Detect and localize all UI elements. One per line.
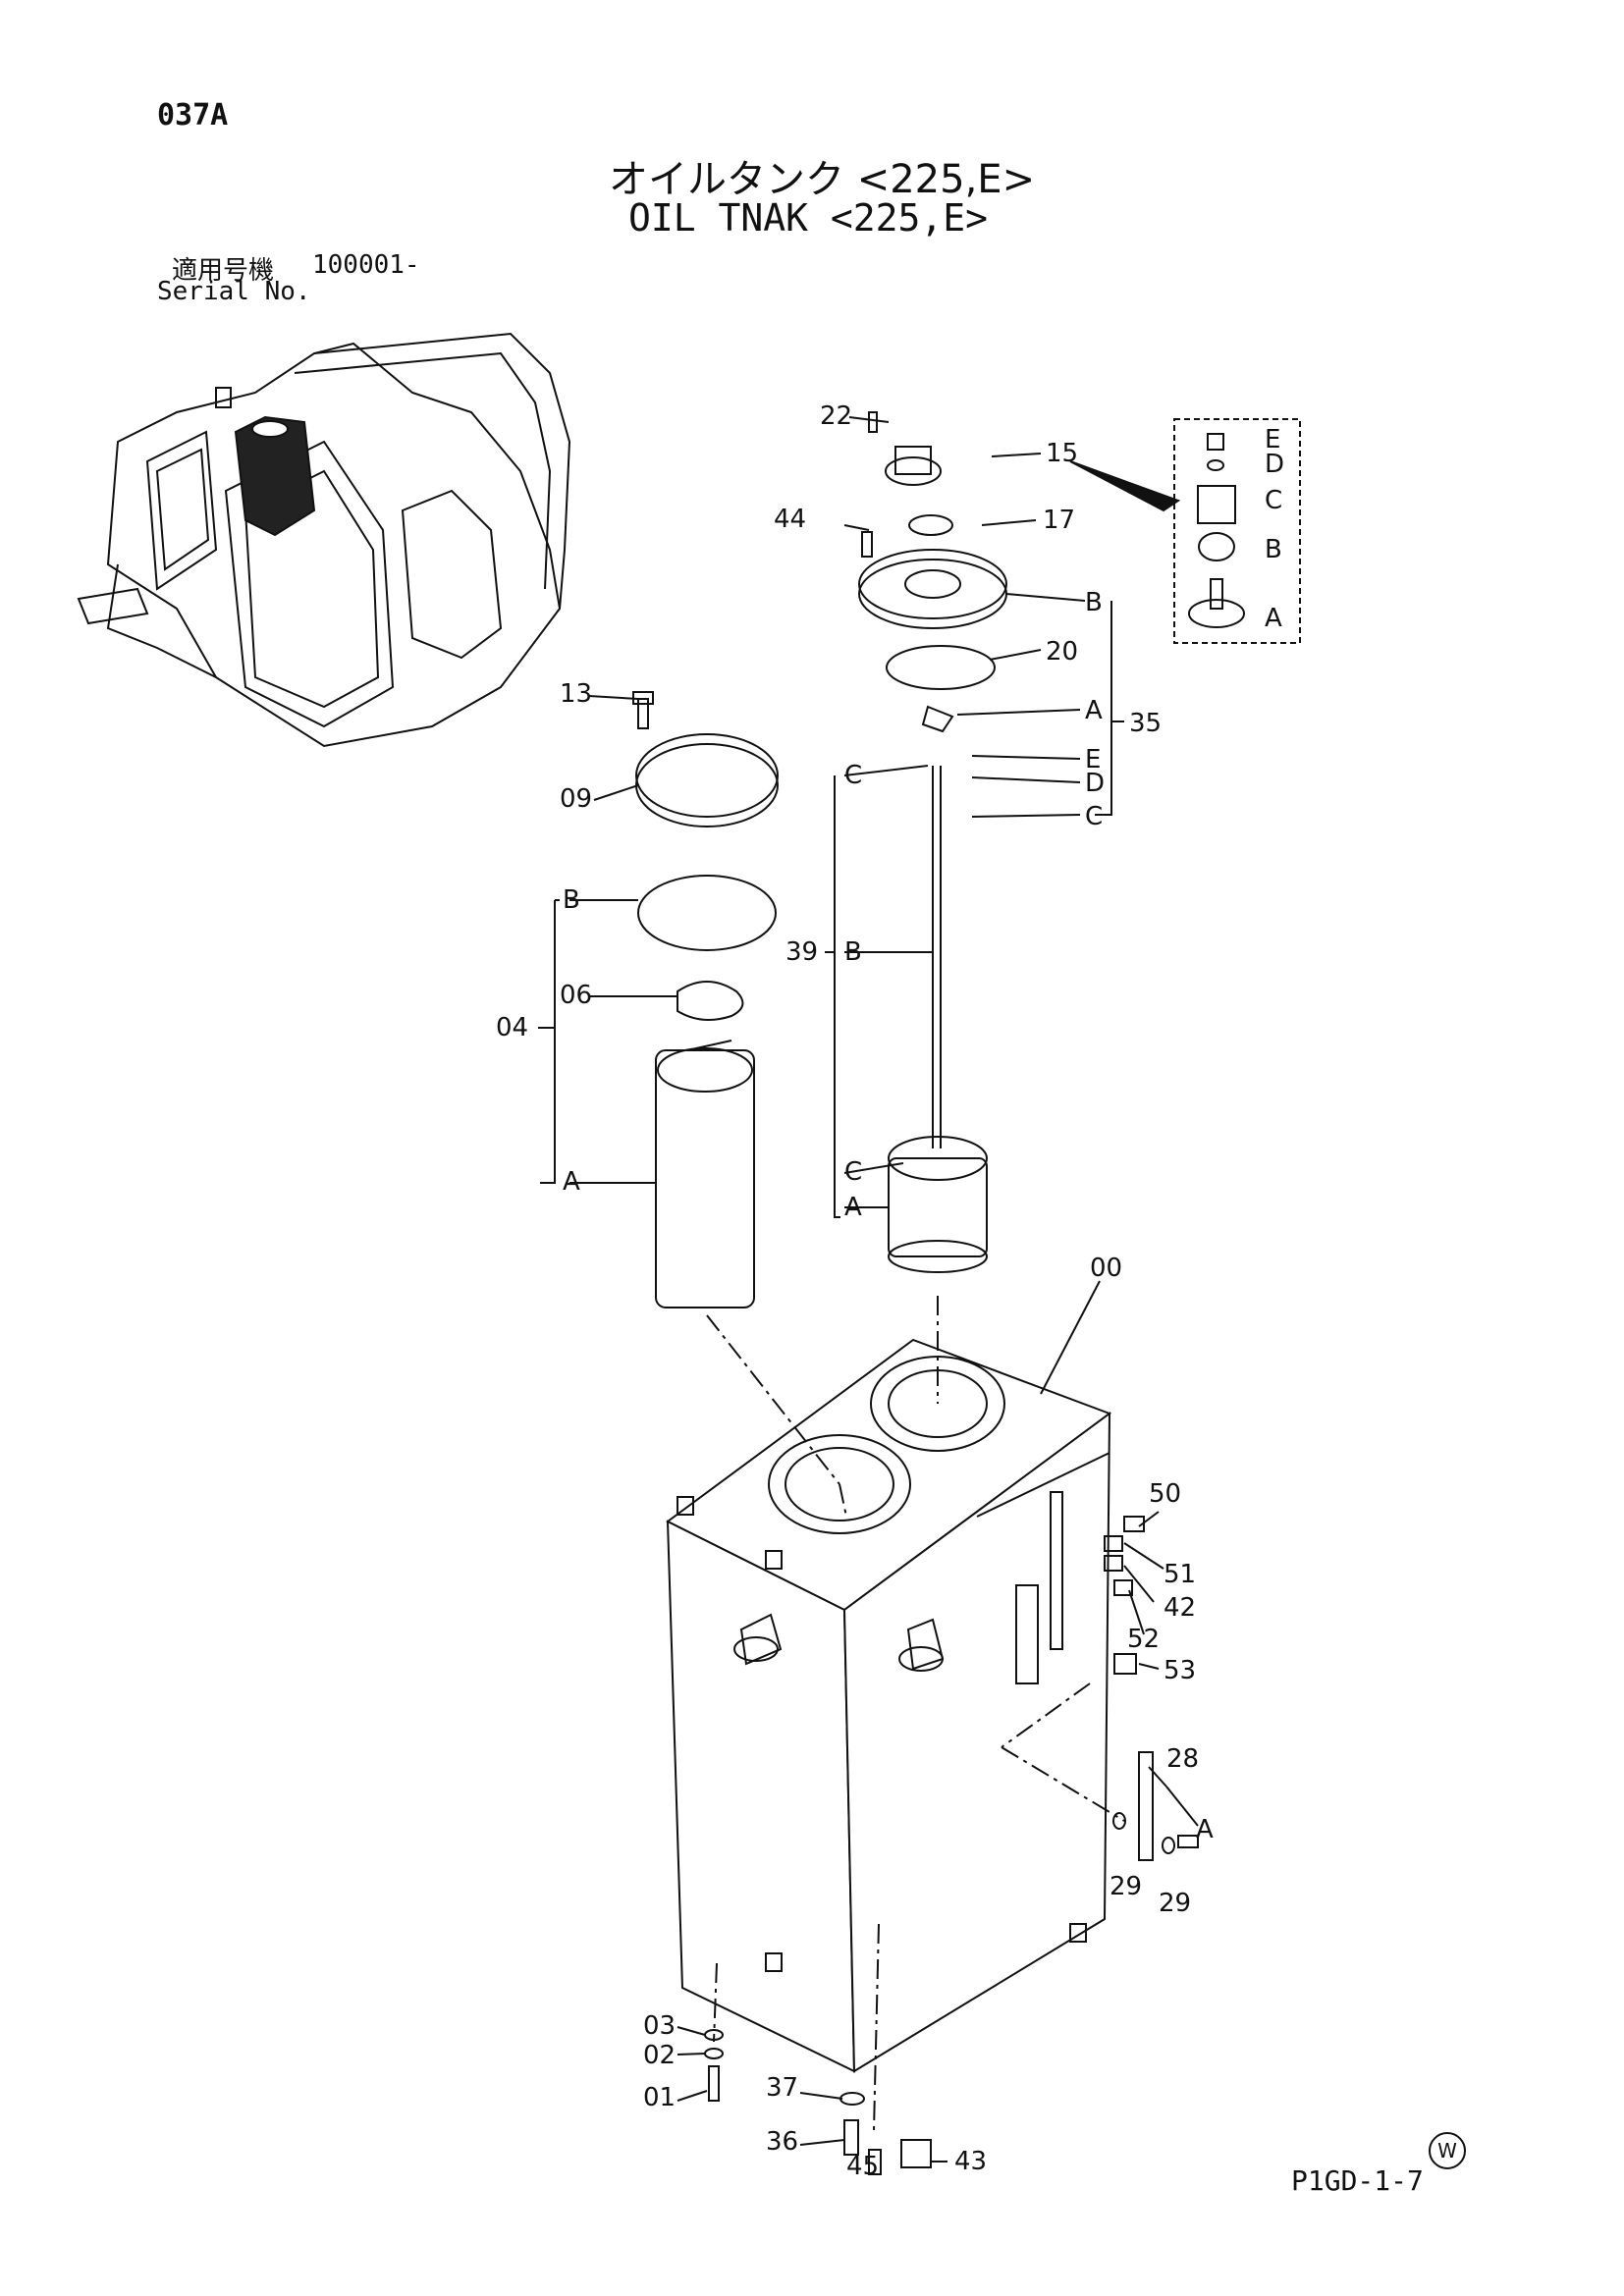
inset-letter-e: E bbox=[1265, 425, 1280, 454]
group28-letter-a: A bbox=[1196, 1815, 1214, 1844]
group35-letter-c: C bbox=[1085, 802, 1103, 831]
callout-22: 22 bbox=[820, 401, 852, 431]
callout-53: 53 bbox=[1164, 1656, 1196, 1685]
group35-letter-b: B bbox=[1085, 588, 1103, 617]
callout-09: 09 bbox=[560, 784, 592, 814]
inset-letter-b: B bbox=[1265, 535, 1282, 564]
filter-element-04 bbox=[637, 875, 777, 1308]
callout-00: 00 bbox=[1090, 1254, 1122, 1283]
callout-42: 42 bbox=[1164, 1593, 1196, 1623]
group04-letter-a: A bbox=[563, 1167, 580, 1197]
callout-52: 52 bbox=[1127, 1625, 1160, 1654]
page-code: 037A bbox=[157, 98, 229, 133]
callout-04: 04 bbox=[496, 1013, 528, 1042]
group-brackets bbox=[538, 601, 1199, 1827]
callout-43: 43 bbox=[954, 2147, 987, 2176]
serial-number-value: 100001- bbox=[312, 250, 420, 280]
callout-02: 02 bbox=[643, 2041, 676, 2070]
callout-03: 03 bbox=[643, 2011, 676, 2041]
callout-15: 15 bbox=[1046, 439, 1078, 468]
level-gauge-28 bbox=[1112, 1751, 1199, 1861]
maker-logo-mark: W bbox=[1429, 2132, 1466, 2169]
callout-06: 06 bbox=[560, 981, 592, 1010]
callout-35: 35 bbox=[1129, 709, 1162, 738]
cover-09 bbox=[632, 691, 779, 828]
title-english: OIL TNAK <225,E> bbox=[628, 196, 989, 240]
breather-assembly-35 bbox=[858, 411, 1007, 733]
group35-letter-a: A bbox=[1085, 696, 1103, 725]
group35-letter-e: E bbox=[1085, 745, 1101, 774]
callout-28: 28 bbox=[1166, 1744, 1199, 1774]
callout-50: 50 bbox=[1149, 1479, 1181, 1509]
group39-letter-c-bottom: C bbox=[844, 1157, 862, 1187]
side-fittings bbox=[1104, 1516, 1145, 1675]
suction-strainer-39 bbox=[888, 766, 988, 1273]
callout-17: 17 bbox=[1043, 506, 1075, 535]
group39-letter-b: B bbox=[844, 937, 862, 967]
group39-letter-c-top: C bbox=[844, 761, 862, 790]
group04-letter-b: B bbox=[563, 885, 580, 915]
callout-20: 20 bbox=[1046, 637, 1078, 667]
callout-29-right: 29 bbox=[1159, 1889, 1191, 1918]
callout-37: 37 bbox=[766, 2073, 798, 2103]
machine-overview-illustration bbox=[77, 332, 571, 748]
oil-tank-body bbox=[666, 1338, 1112, 2073]
assembly-centerlines bbox=[706, 1296, 1125, 2131]
inset-letter-c: C bbox=[1265, 486, 1282, 515]
callout-45: 45 bbox=[846, 2152, 879, 2181]
callout-39: 39 bbox=[785, 937, 818, 967]
serial-label-english: Serial No. bbox=[157, 277, 311, 306]
callout-44: 44 bbox=[774, 505, 806, 534]
title-japanese: オイルタンク <225,E> bbox=[609, 157, 1036, 202]
group35-letter-d: D bbox=[1085, 769, 1105, 798]
breather-inset-box bbox=[1173, 418, 1301, 644]
group39-letter-a: A bbox=[844, 1193, 862, 1222]
serial-label-japanese: 適用号機 bbox=[172, 256, 275, 286]
breather-inset-parts bbox=[1188, 433, 1245, 628]
callout-01: 01 bbox=[643, 2083, 676, 2112]
document-code: P1GD-1-7 bbox=[1291, 2164, 1424, 2197]
callout-51: 51 bbox=[1164, 1560, 1196, 1589]
inset-letter-d: D bbox=[1265, 450, 1284, 479]
inset-letter-a: A bbox=[1265, 604, 1282, 633]
callout-29-left: 29 bbox=[1110, 1872, 1142, 1901]
drain-fittings bbox=[704, 2029, 932, 2175]
callout-13: 13 bbox=[560, 679, 592, 709]
callout-labels: 22 15 44 17 20 35 13 09 06 04 39 00 50 5… bbox=[496, 401, 1199, 2181]
callout-36: 36 bbox=[766, 2127, 798, 2157]
leader-lines bbox=[569, 416, 1167, 2163]
subpart-letters: E D C B A B A E D C C B C A B A A bbox=[563, 425, 1284, 1844]
